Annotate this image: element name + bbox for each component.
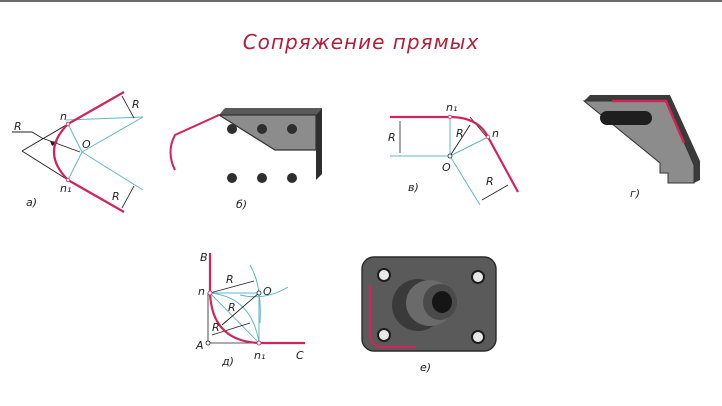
label-b: B — [200, 251, 208, 264]
label-n1: n₁ — [254, 349, 265, 362]
figure-v-line-fillet-obtuse-angle: n₁ n O R R R в) — [370, 85, 540, 215]
label-r-low: R — [212, 321, 220, 334]
label-a: A — [195, 339, 204, 352]
figure-e-flange-part: е) — [340, 245, 520, 385]
label-r: R — [456, 127, 464, 140]
figure-caption: б) — [236, 198, 247, 211]
label-r-left: R — [388, 131, 396, 144]
label-c: C — [296, 349, 304, 362]
label-o: O — [82, 138, 91, 151]
label-n: n — [60, 110, 67, 123]
label-r-bottom: R — [112, 190, 120, 203]
label-r-top: R — [226, 273, 234, 286]
figure-caption: г) — [630, 187, 640, 200]
label-r-bottom: R — [486, 175, 494, 188]
figure-a-line-fillet-acute-angle: R n n₁ O R R а) — [0, 80, 170, 220]
label-n: n — [492, 127, 499, 140]
label-n1: n₁ — [60, 182, 71, 195]
slide-title: Сопряжение прямых — [242, 30, 480, 54]
label-n: n — [198, 285, 205, 298]
label-r-mid: R — [228, 301, 236, 314]
label-r-top: R — [132, 98, 140, 111]
label-o: O — [442, 161, 451, 174]
top-border-line — [0, 0, 722, 2]
figure-caption: е) — [420, 361, 431, 374]
figure-caption: а) — [26, 196, 37, 209]
label-o: O — [263, 285, 272, 298]
figure-b-plate-part: б) — [150, 90, 340, 220]
label-n1: n₁ — [446, 101, 457, 114]
figure-g-bracket-part: г) — [550, 85, 722, 215]
label-r: R — [14, 120, 22, 133]
figure-caption: д) — [221, 355, 234, 368]
figure-caption: в) — [408, 181, 419, 194]
figure-d-right-angle-fillet: B n R O R R A n₁ C д) — [170, 235, 330, 385]
